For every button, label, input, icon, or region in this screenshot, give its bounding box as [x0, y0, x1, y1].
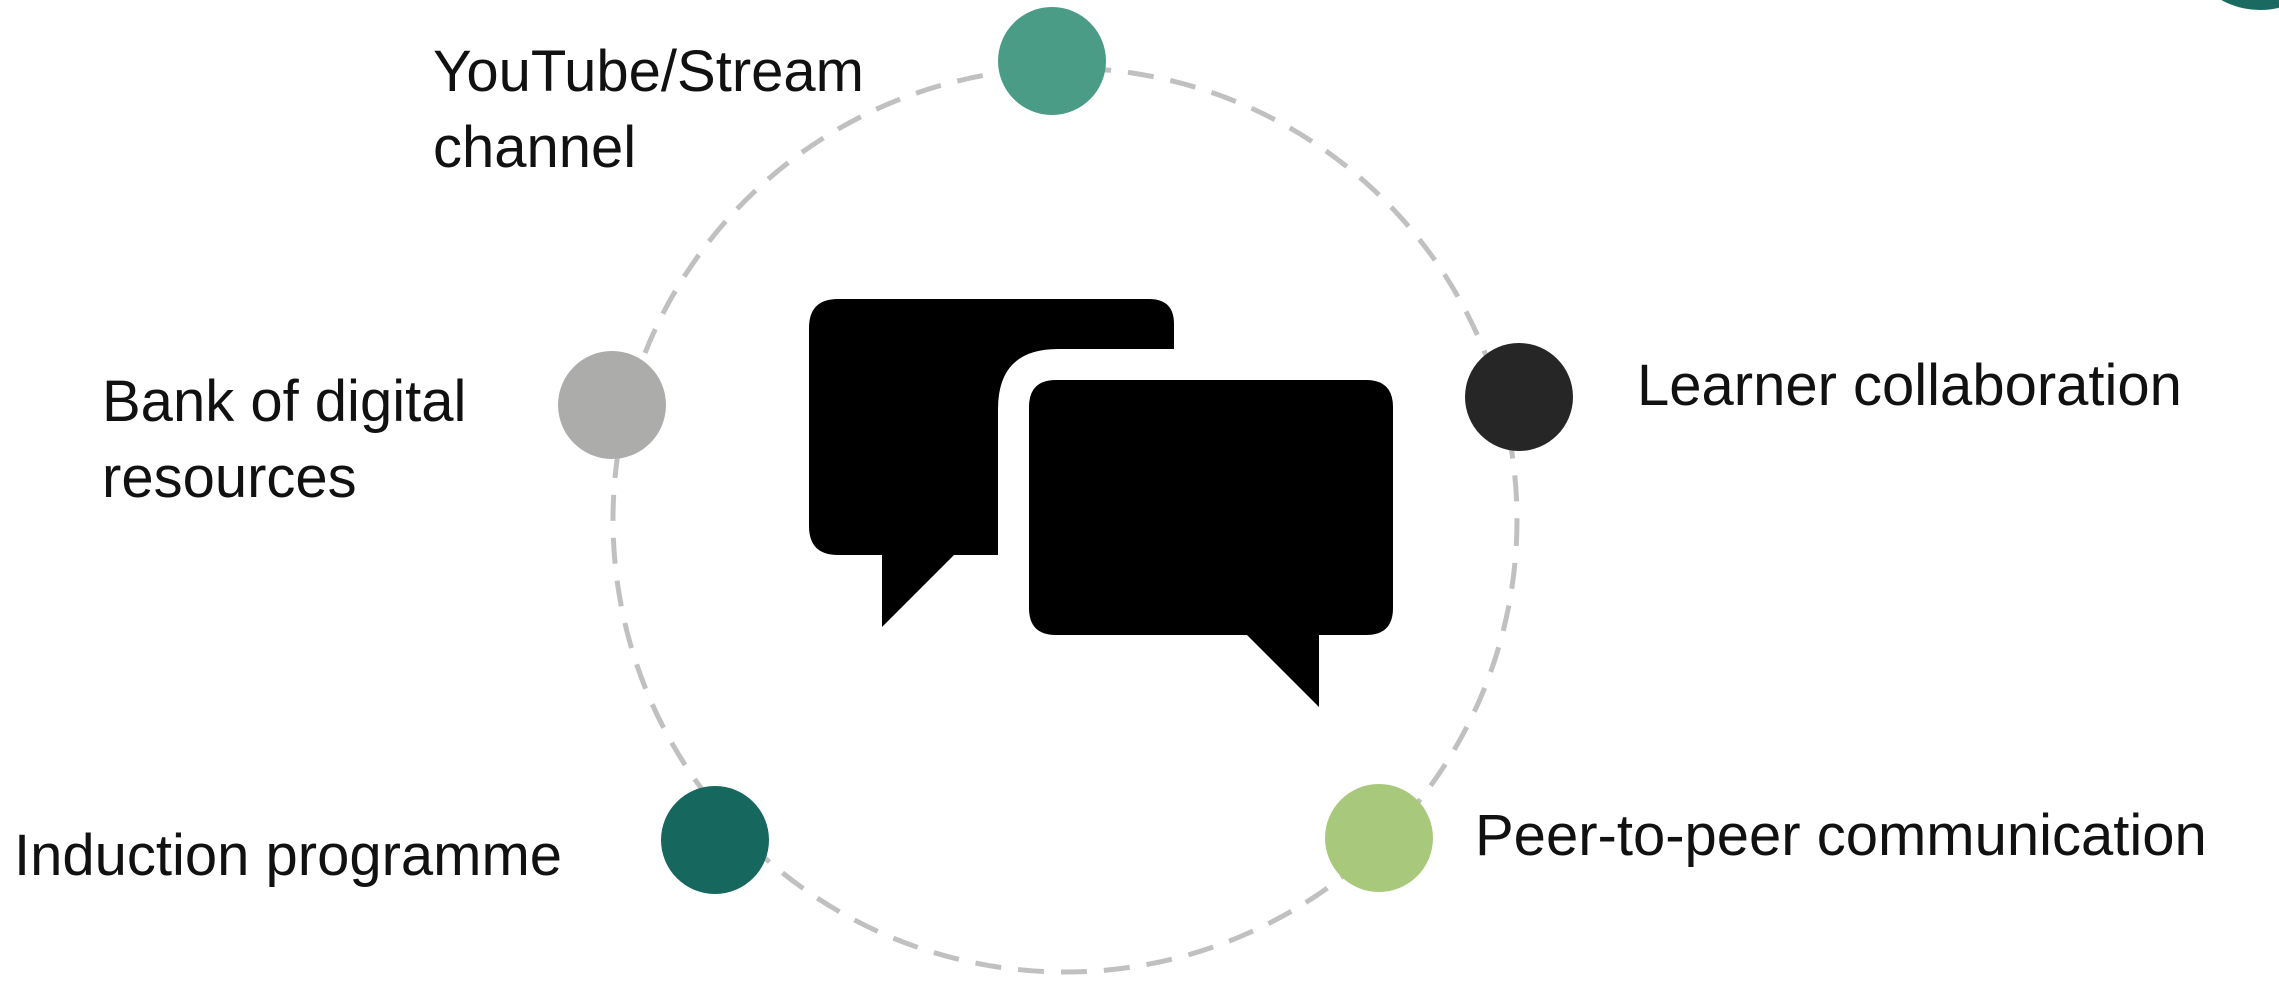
back-speech-bubble	[809, 299, 1174, 627]
label-induction-programme: Induction programme	[14, 818, 562, 894]
node-dot-bank	[558, 351, 666, 459]
label-learner-collaboration: Learner collaboration	[1637, 348, 2182, 424]
label-line: YouTube/Stream	[433, 39, 864, 104]
label-youtube-stream-channel: YouTube/Stream channel	[433, 34, 864, 186]
label-line: resources	[102, 445, 357, 510]
node-dot-youtube	[998, 7, 1106, 115]
label-line: channel	[433, 115, 637, 180]
label-peer-to-peer-communication: Peer-to-peer communication	[1475, 798, 2207, 874]
speech-bubbles-icon	[809, 299, 1393, 707]
label-line: Peer-to-peer communication	[1475, 803, 2207, 868]
label-line: Learner collaboration	[1637, 353, 2182, 418]
node-dot-learner	[1465, 343, 1573, 451]
node-dot-induction	[661, 786, 769, 894]
label-line: Induction programme	[14, 823, 563, 888]
label-bank-of-digital-resources: Bank of digital resources	[102, 364, 466, 516]
label-line: Bank of digital	[102, 369, 467, 434]
front-speech-bubble	[1029, 380, 1393, 707]
node-dot-peer	[1325, 784, 1433, 892]
